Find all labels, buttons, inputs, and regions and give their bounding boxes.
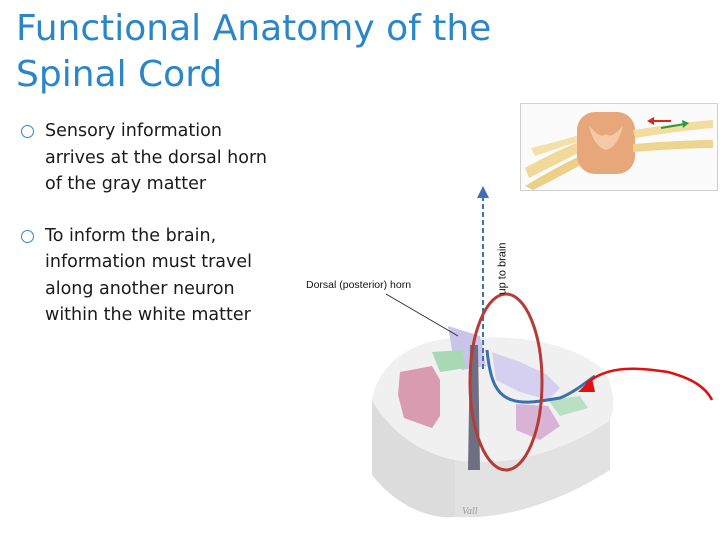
dorsal-horn-highlight-circle	[468, 292, 544, 472]
cord-right-front-face	[455, 420, 610, 518]
anterior-horn-left	[398, 366, 440, 428]
up-arrowhead-icon	[477, 186, 489, 198]
bullet-circle-icon	[21, 229, 34, 243]
dorsal-horn-label: Dorsal (posterior) horn	[306, 279, 412, 291]
horn-pointer-line	[385, 293, 459, 337]
nerve-right-lower	[633, 140, 713, 152]
spinal-cord-thumbnail	[520, 103, 718, 191]
green-arrow-line	[660, 123, 686, 129]
cord-left-front-face	[372, 400, 455, 518]
gray-matter-butterfly	[589, 126, 623, 150]
spinal-nerve-illustration	[525, 112, 713, 190]
sensory-neuron-path	[485, 349, 596, 404]
artist-signature: Vall	[462, 506, 478, 517]
red-arrowhead	[647, 117, 654, 125]
bullet-list: Sensory information arrives at the dorsa…	[20, 118, 280, 354]
up-to-brain-label: up to brain	[496, 242, 509, 295]
incoming-axon-line	[585, 367, 714, 401]
gray-matter-green-left	[432, 350, 466, 372]
incoming-axon-arrowhead-icon	[578, 378, 595, 392]
green-arrowhead	[682, 120, 689, 128]
bullet-inform-brain: To inform the brain, information must tr…	[20, 223, 280, 329]
bullet-text: Sensory information arrives at the dorsa…	[45, 121, 267, 194]
nerve-right-upper	[633, 120, 713, 138]
bullet-sensory-info: Sensory information arrives at the dorsa…	[20, 118, 280, 198]
bullet-circle-icon	[21, 125, 34, 138]
bullet-text: To inform the brain, information must tr…	[45, 225, 253, 326]
gray-matter-green-right	[548, 396, 588, 416]
slide-title: Functional Anatomy of the Spinal Cord	[16, 8, 492, 95]
